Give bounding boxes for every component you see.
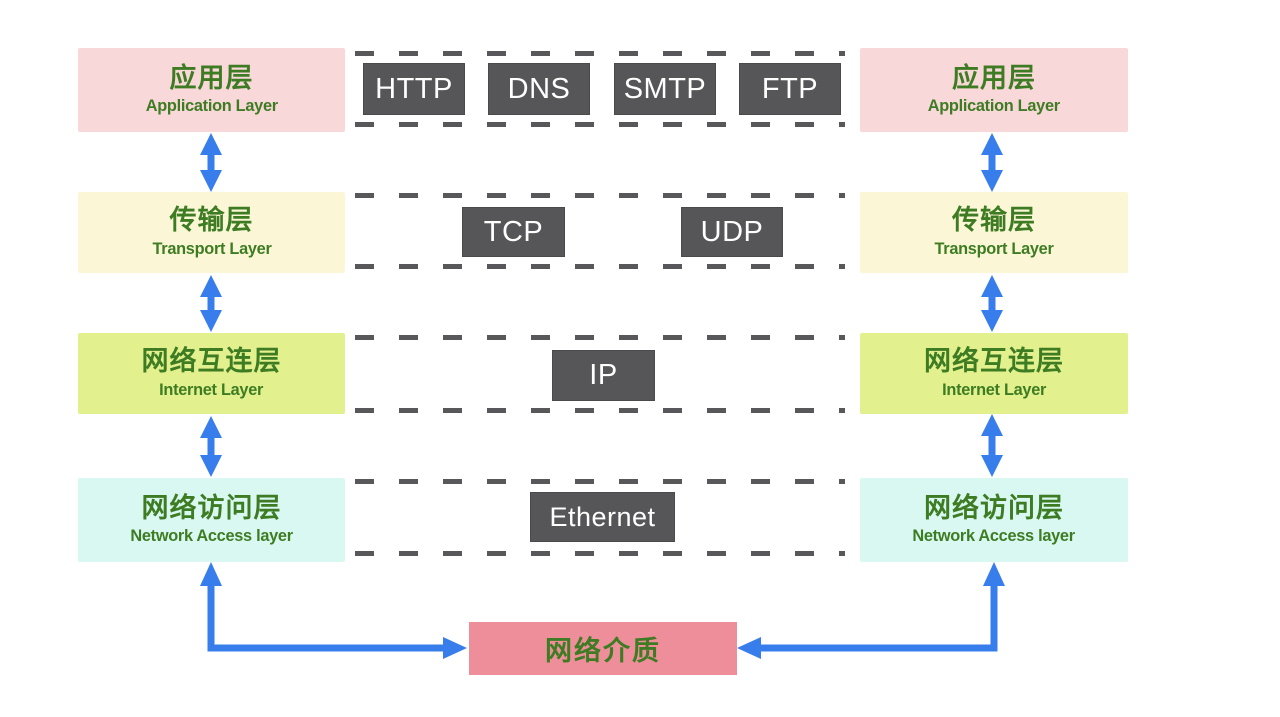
double-arrow-icon — [200, 133, 222, 192]
protocol-label: IP — [589, 359, 618, 391]
protocol-box-http: HTTP — [363, 63, 465, 115]
dashed-separator — [355, 408, 845, 413]
layer-title-zh: 应用层 — [169, 62, 254, 93]
layer-network-access-right: 网络访问层 Network Access layer — [860, 478, 1128, 562]
double-arrow-icon — [981, 275, 1003, 332]
protocol-box-ftp: FTP — [739, 63, 841, 115]
dashed-separator — [355, 264, 845, 269]
protocol-box-ethernet: Ethernet — [530, 492, 675, 542]
layer-title-zh: 传输层 — [169, 205, 254, 236]
protocol-label: SMTP — [623, 72, 707, 105]
layer-title-en: Internet Layer — [159, 379, 264, 399]
layer-title-zh: 网络访问层 — [141, 492, 282, 523]
layer-title-en: Network Access layer — [912, 526, 1076, 546]
layer-internet-left: 网络互连层 Internet Layer — [78, 333, 345, 414]
double-arrow-icon — [200, 416, 222, 477]
layer-title-zh: 应用层 — [952, 62, 1036, 93]
protocol-label: UDP — [700, 215, 764, 248]
layer-title-en: Application Layer — [927, 96, 1061, 116]
network-medium-box: 网络介质 — [469, 622, 737, 675]
dashed-separator — [355, 335, 845, 340]
layer-title-zh: 网络访问层 — [924, 492, 1064, 523]
network-medium-label: 网络介质 — [545, 636, 661, 666]
protocol-label: HTTP — [375, 72, 453, 105]
layer-title-en: Application Layer — [145, 96, 278, 116]
protocol-box-udp: UDP — [681, 207, 783, 257]
protocol-box-dns: DNS — [488, 63, 590, 115]
layer-transport-left: 传输层 Transport Layer — [78, 192, 345, 273]
dashed-separator — [355, 479, 845, 484]
layer-title-en: Network Access layer — [130, 526, 293, 546]
layer-network-access-left: 网络访问层 Network Access layer — [78, 478, 345, 562]
double-arrow-icon — [981, 133, 1003, 192]
protocol-box-ip: IP — [552, 350, 655, 401]
protocol-label: Ethernet — [549, 501, 656, 532]
double-arrow-icon — [981, 414, 1003, 477]
corner-arrow-icon — [737, 562, 1005, 659]
protocol-label: FTP — [761, 72, 819, 105]
layer-title-en: Transport Layer — [151, 238, 272, 258]
protocol-box-smtp: SMTP — [614, 63, 716, 115]
layer-title-en: Transport Layer — [934, 238, 1054, 258]
protocol-label: TCP — [483, 215, 544, 248]
layer-application-left: 应用层 Application Layer — [78, 48, 345, 132]
layer-title-en: Internet Layer — [942, 379, 1046, 399]
layer-transport-right: 传输层 Transport Layer — [860, 192, 1128, 273]
protocol-label: DNS — [507, 72, 571, 105]
dashed-separator — [355, 193, 845, 198]
layer-internet-right: 网络互连层 Internet Layer — [860, 333, 1128, 414]
layer-title-zh: 传输层 — [952, 205, 1036, 236]
double-arrow-icon — [200, 275, 222, 332]
corner-arrow-icon — [200, 562, 467, 659]
layer-title-zh: 网络互连层 — [141, 346, 282, 377]
dashed-separator — [355, 51, 845, 56]
protocol-box-tcp: TCP — [462, 207, 565, 257]
layer-title-zh: 网络互连层 — [924, 346, 1064, 377]
layer-application-right: 应用层 Application Layer — [860, 48, 1128, 132]
dashed-separator — [355, 122, 845, 127]
dashed-separator — [355, 551, 845, 556]
